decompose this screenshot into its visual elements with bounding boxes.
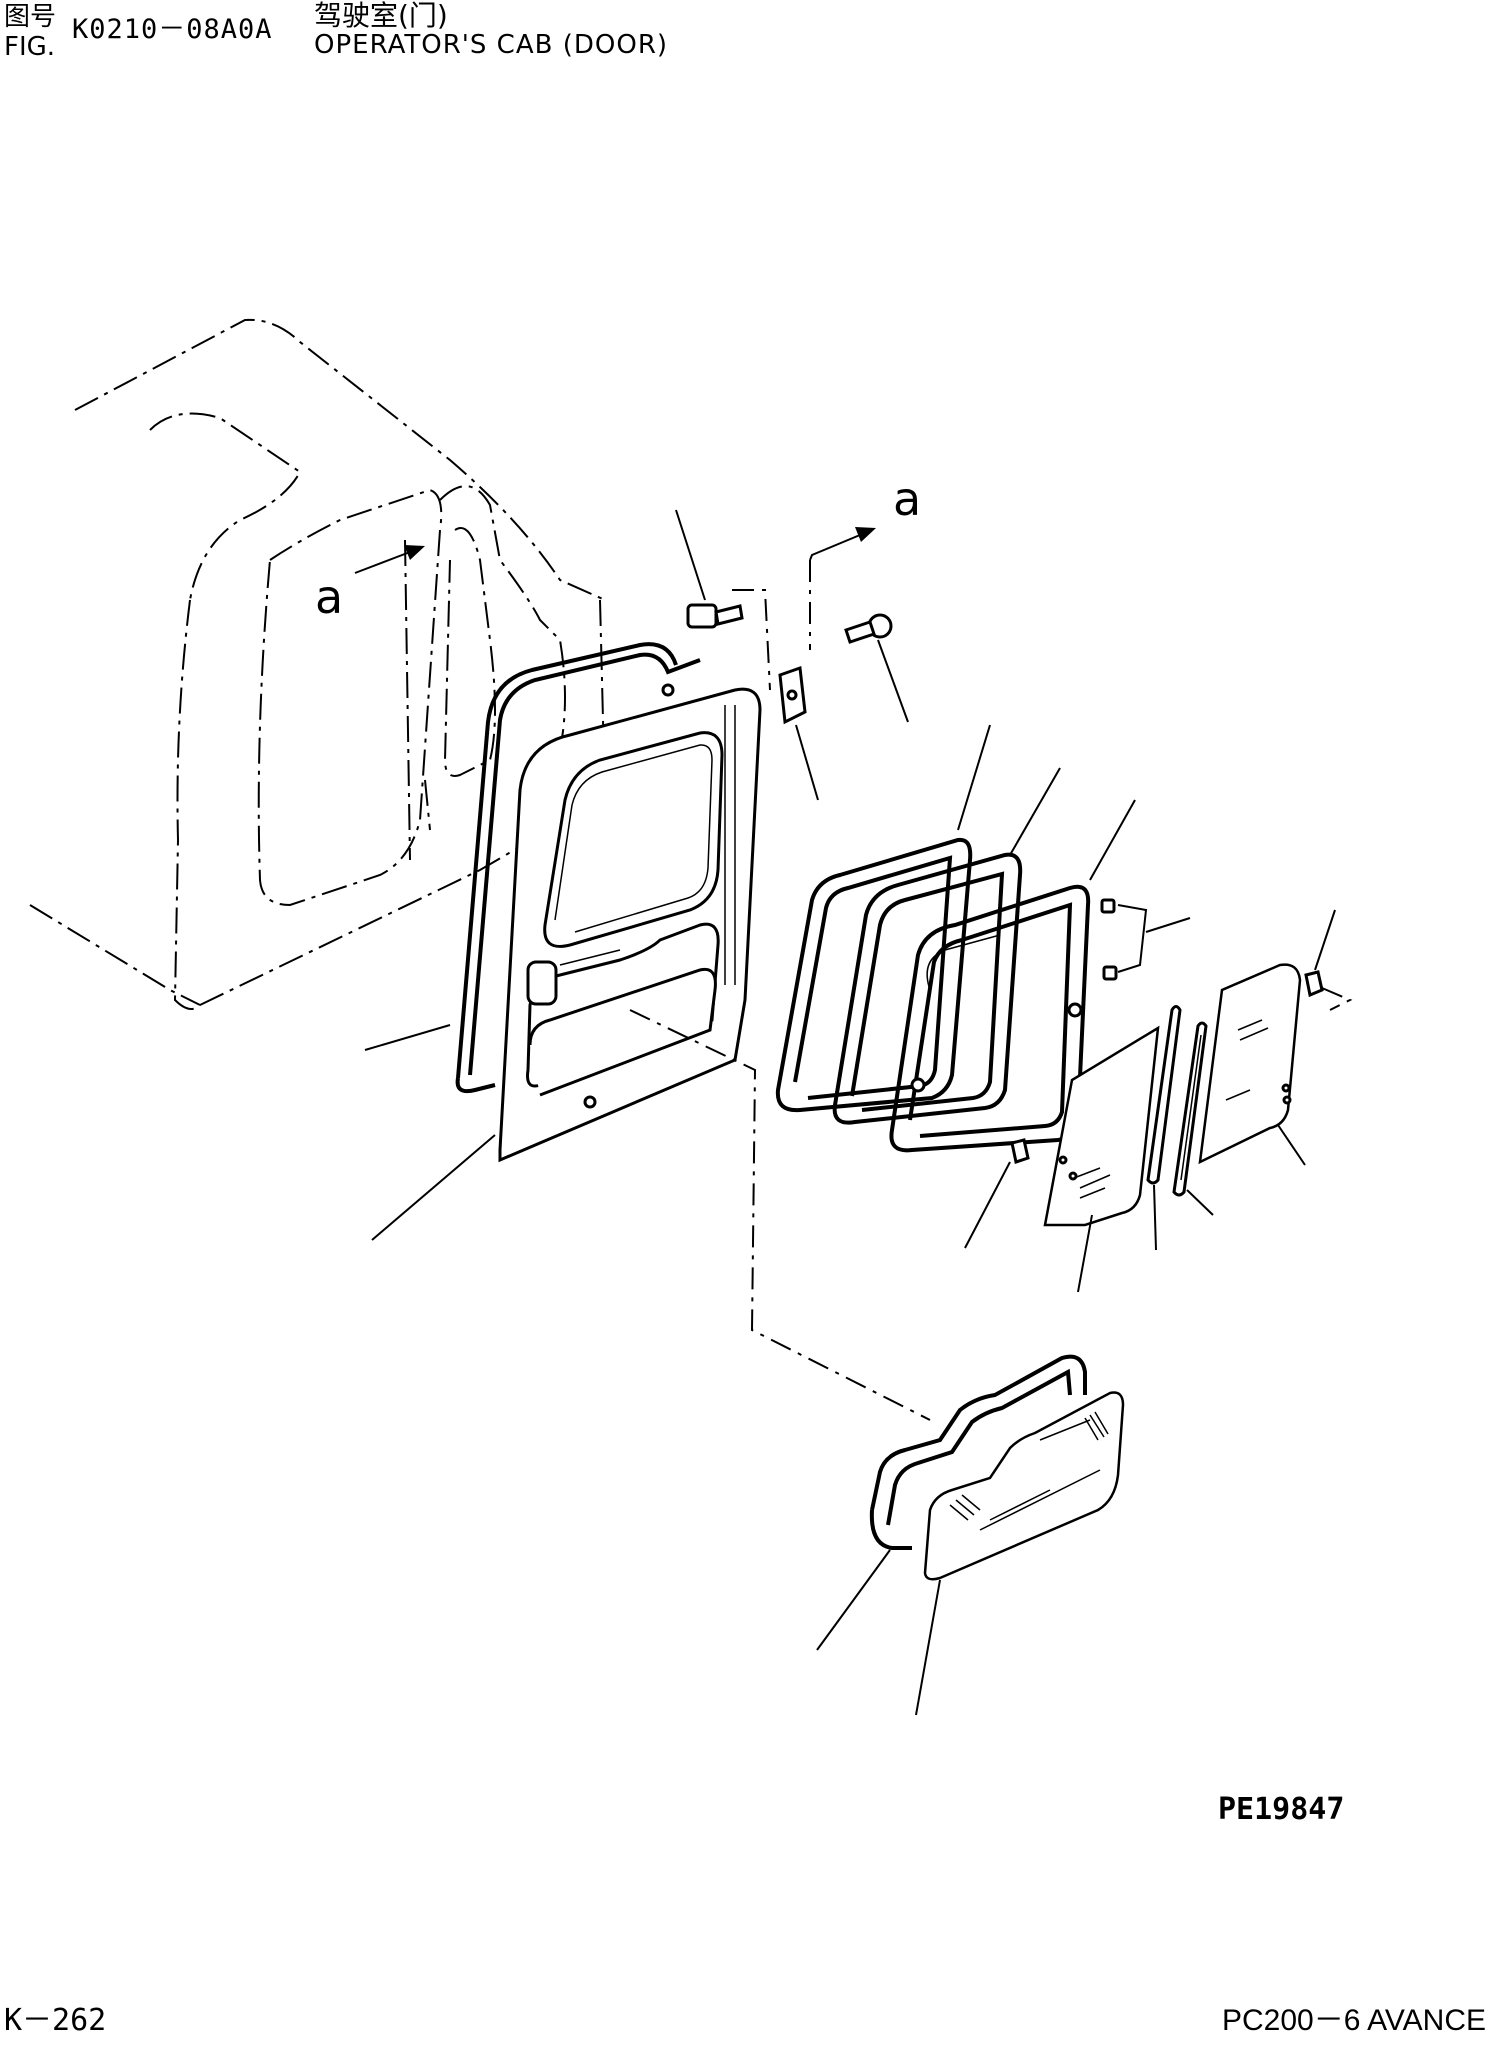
hinge-bracket — [778, 665, 819, 801]
door-seal — [364, 642, 701, 1094]
clip-right — [1304, 909, 1353, 1011]
window-seal-3 — [889, 799, 1136, 1153]
model-name: PC200－6 AVANCE — [1222, 2004, 1487, 2037]
hinge-bolt-upper — [675, 509, 744, 629]
page-title-en: OPERATOR'S CAB (DOOR) — [314, 30, 669, 60]
page-number: K－262 — [4, 2003, 107, 2038]
glass-channel-1 — [1146, 1005, 1182, 1251]
lower-window-alignment-line — [629, 1009, 931, 1421]
glass-channel-2 — [1172, 1021, 1214, 1216]
lower-window-glass — [915, 1391, 1125, 1716]
figure-label-en: FIG. — [4, 32, 56, 62]
sliding-glass-front — [1043, 1025, 1160, 1293]
view-marker-a-cab: a — [315, 570, 343, 624]
figure-label-cn: 图号 — [4, 2, 57, 32]
cab-outline — [29, 318, 606, 1010]
clip-upper — [1100, 898, 1191, 981]
clip-lower — [964, 1138, 1030, 1249]
hinge-bolt-lower — [844, 613, 909, 723]
sliding-glass-rear — [1198, 963, 1306, 1166]
lower-window-seal — [816, 1354, 1087, 1651]
figure-code: K0210－08A0A — [72, 14, 273, 45]
view-arrow-cab: a — [315, 545, 425, 624]
view-arrow-hinge: a — [809, 472, 921, 561]
view-marker-a-hinge: a — [893, 472, 921, 526]
hinge-alignment-lines — [732, 560, 811, 691]
window-seal-2 — [832, 767, 1061, 1125]
page-title-cn: 驾驶室(门) — [314, 0, 448, 32]
drawing-code: PE19847 — [1218, 1792, 1345, 1827]
door-panel — [371, 683, 762, 1241]
